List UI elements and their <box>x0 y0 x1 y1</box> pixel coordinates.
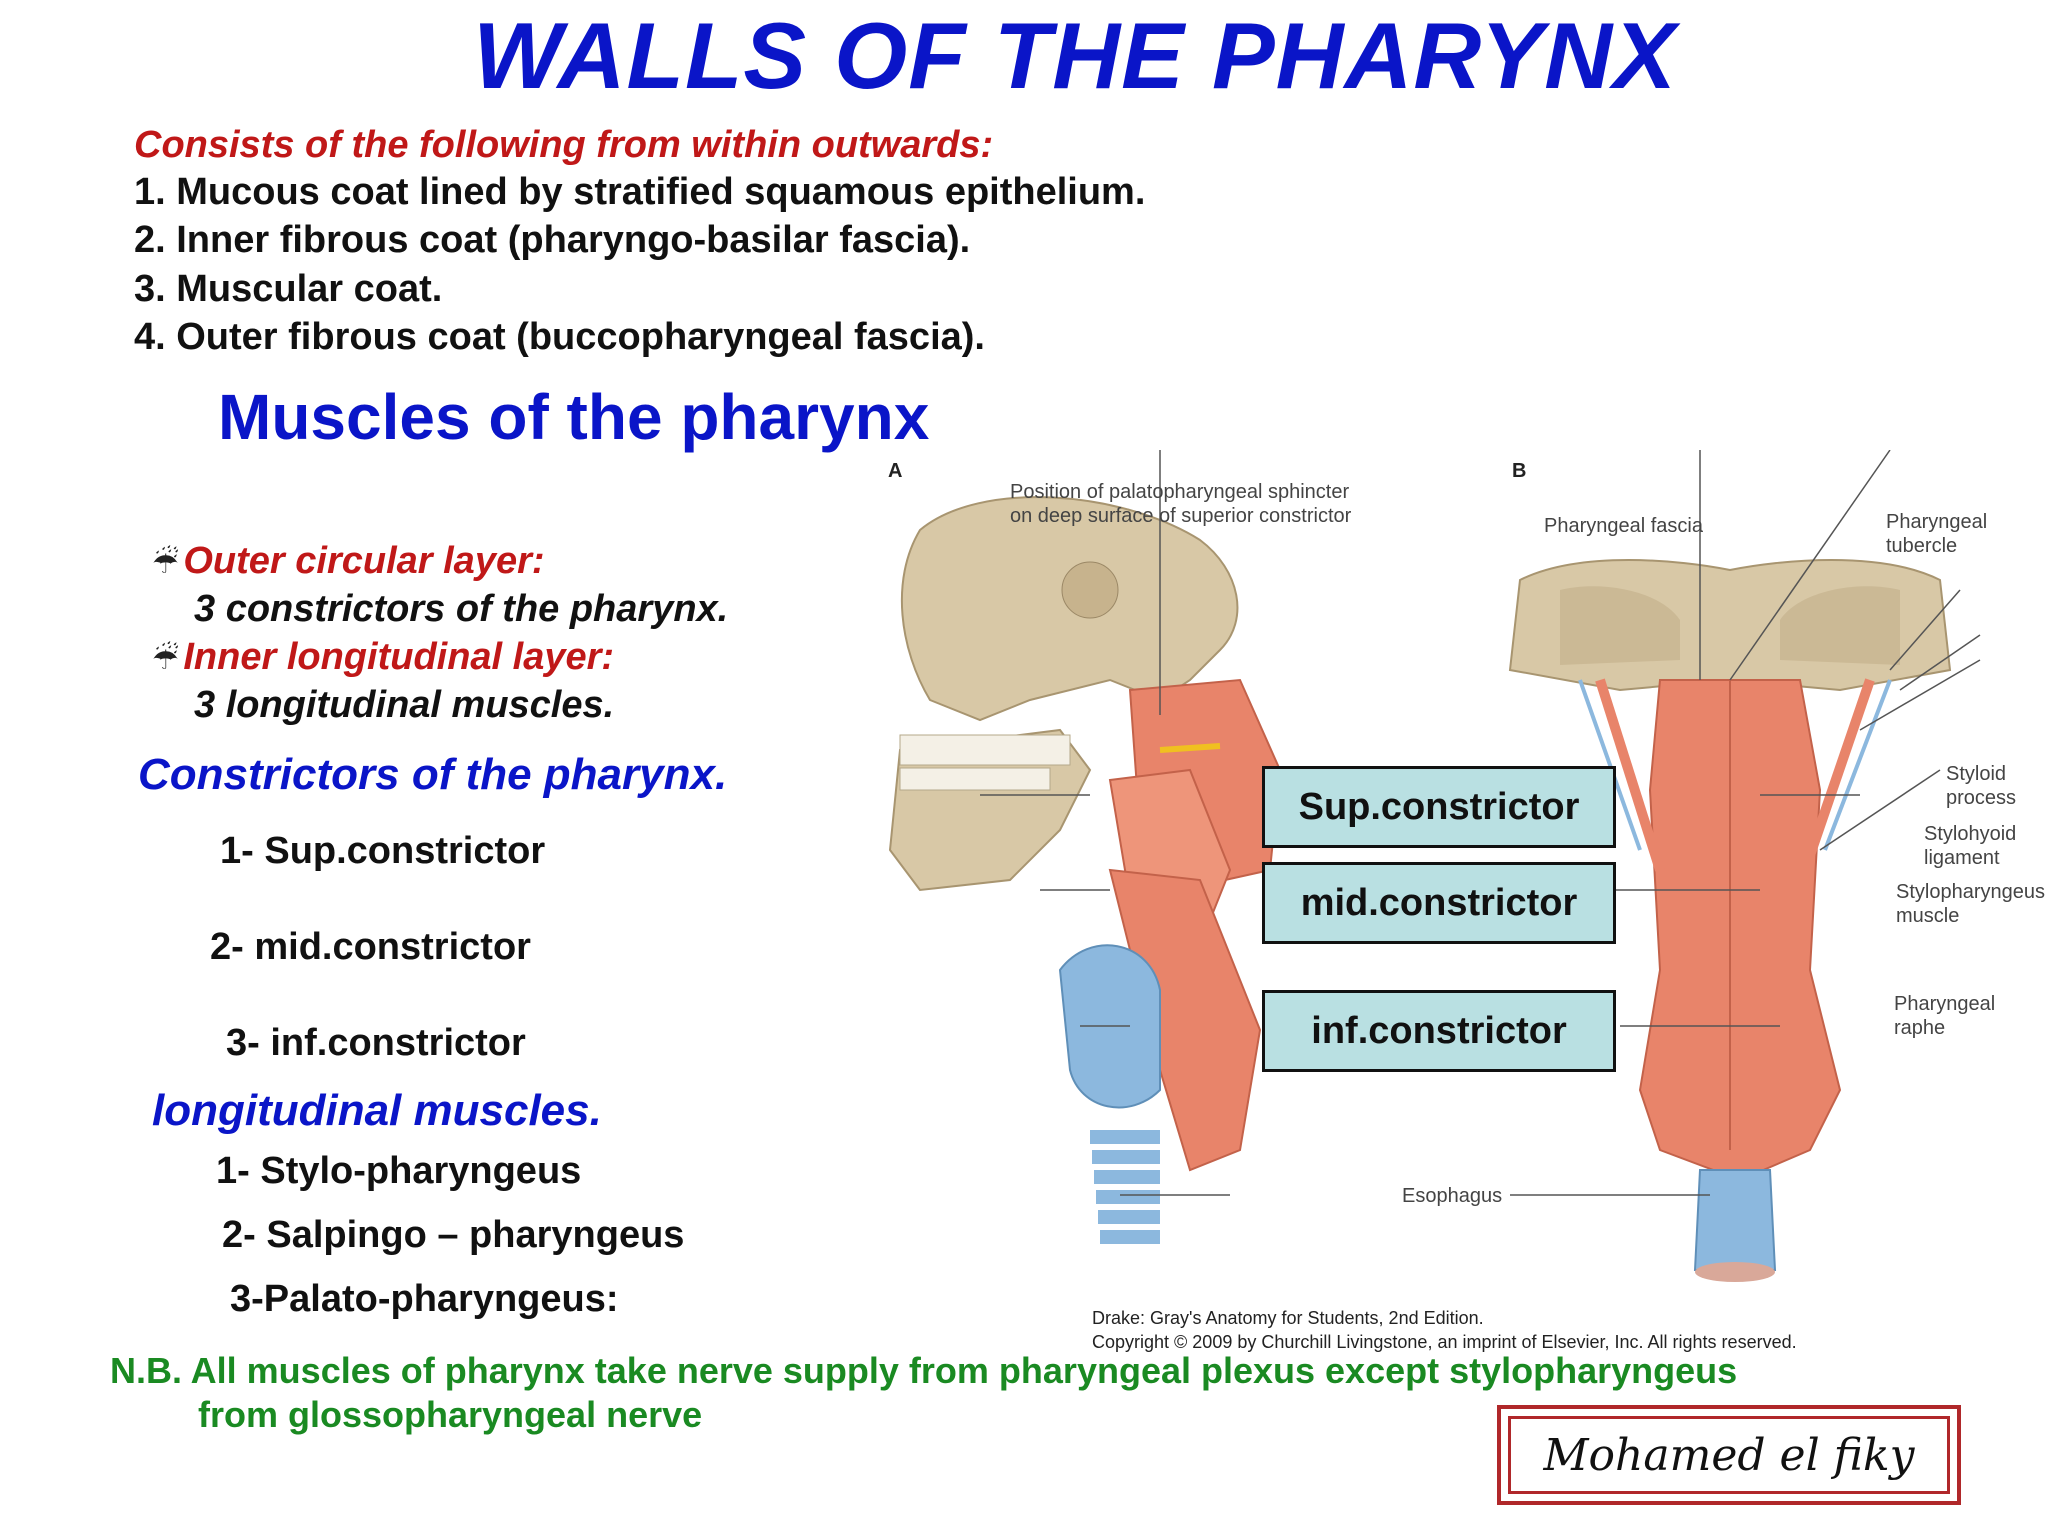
constrictor-muscles-lateral <box>1108 678 1282 1172</box>
constrictor-item-3: 3- inf.constrictor <box>226 1022 526 1064</box>
label-raphe-line-1: Pharyngeal <box>1894 993 1996 1015</box>
layer-inner: ☔ Inner longitudinal layer: <box>152 636 614 679</box>
callout-mid-constrictor: mid.constrictor <box>1262 862 1616 944</box>
larynx-cartilage-lateral <box>1058 944 1161 1244</box>
label-styloid-line-1: Styloid <box>1946 763 2007 785</box>
coat-item-1: 1. Mucous coat lined by stratified squam… <box>134 171 1146 213</box>
label-stylohyoid-line-2: ligament <box>1924 847 2000 869</box>
figure-credit-line-2: Copyright © 2009 by Churchill Livingston… <box>1092 1332 1797 1352</box>
longitudinal-item-3: 3-Palato-pharyngeus: <box>230 1278 619 1320</box>
label-pharyngeal-fascia: Pharyngeal fascia <box>1544 515 1703 537</box>
signature-box: Mohamed el fiky <box>1497 1405 1961 1505</box>
layer-inner-detail: 3 longitudinal muscles. <box>194 684 615 726</box>
layer-inner-label: Inner longitudinal layer: <box>183 636 615 678</box>
figure-leader-lines <box>980 450 1981 1196</box>
label-stylopharyngeus-line-1: Stylopharyngeus <box>1896 881 2045 903</box>
label-sphincter-line-2: on deep surface of superior constrictor <box>1010 505 1352 527</box>
label-stylopharyngeus-line-2: muscle <box>1896 905 1960 927</box>
constrictor-item-1: 1- Sup.constrictor <box>220 830 546 872</box>
label-tubercle-line-1: Pharyngeal <box>1886 511 1988 533</box>
figure-panel-b-label: B <box>1512 460 1527 482</box>
label-esophagus: Esophagus <box>1402 1185 1503 1207</box>
nerve-note-line-2: from glossopharyngeal nerve <box>198 1394 703 1435</box>
constrictor-item-2: 2- mid.constrictor <box>210 926 531 968</box>
label-sphincter-line-1: Position of palatopharyngeal sphincter <box>1010 481 1350 503</box>
skull-base-posterior-illustration <box>1508 559 1952 692</box>
coat-item-4: 4. Outer fibrous coat (buccopharyngeal f… <box>134 316 985 358</box>
figure-credit-line-1: Drake: Gray's Anatomy for Students, 2nd … <box>1092 1308 1484 1328</box>
label-stylohyoid-line-1: Stylohyoid <box>1924 823 2017 845</box>
constrictors-heading: Constrictors of the pharynx. <box>138 750 728 799</box>
skull-lateral-illustration <box>888 496 1239 892</box>
longitudinal-item-2: 2- Salpingo – pharyngeus <box>222 1214 685 1256</box>
layer-outer: ☔ Outer circular layer: <box>152 540 545 583</box>
nerve-note-line-1: N.B. All muscles of pharynx take nerve s… <box>110 1350 1738 1391</box>
pharynx-anatomy-figure <box>888 450 1981 1282</box>
layer-outer-detail: 3 constrictors of the pharynx. <box>194 588 729 630</box>
longitudinal-item-1: 1- Stylo-pharyngeus <box>216 1150 582 1192</box>
label-styloid-line-2: process <box>1946 787 2017 809</box>
label-raphe-line-2: raphe <box>1894 1017 1946 1039</box>
cloud-bullet-icon: ☔ <box>152 643 179 676</box>
pharynx-posterior-muscles <box>1578 678 1892 1182</box>
cloud-bullet-icon: ☔ <box>152 547 179 580</box>
page-title: WALLS OF THE PHARYNX <box>473 3 1677 108</box>
label-tubercle-line-2: tubercle <box>1886 535 1958 557</box>
callout-inf-constrictor: inf.constrictor <box>1262 990 1616 1072</box>
esophagus-posterior <box>1693 1169 1777 1282</box>
layer-outer-label: Outer circular layer <box>183 540 532 582</box>
figure-panel-a-label: A <box>888 460 903 482</box>
coat-item-2: 2. Inner fibrous coat (pharyngo-basilar … <box>134 219 971 261</box>
signature-text: Mohamed el fiky <box>1508 1416 1950 1494</box>
muscles-heading: Muscles of the pharynx <box>218 381 930 453</box>
coat-item-3: 3. Muscular coat. <box>134 268 443 310</box>
longitudinal-heading: longitudinal muscles. <box>152 1086 602 1135</box>
layer-outer-colon: : <box>531 540 545 582</box>
callout-sup-constrictor: Sup.constrictor <box>1262 766 1616 848</box>
walls-intro: Consists of the following from within ou… <box>134 124 994 166</box>
